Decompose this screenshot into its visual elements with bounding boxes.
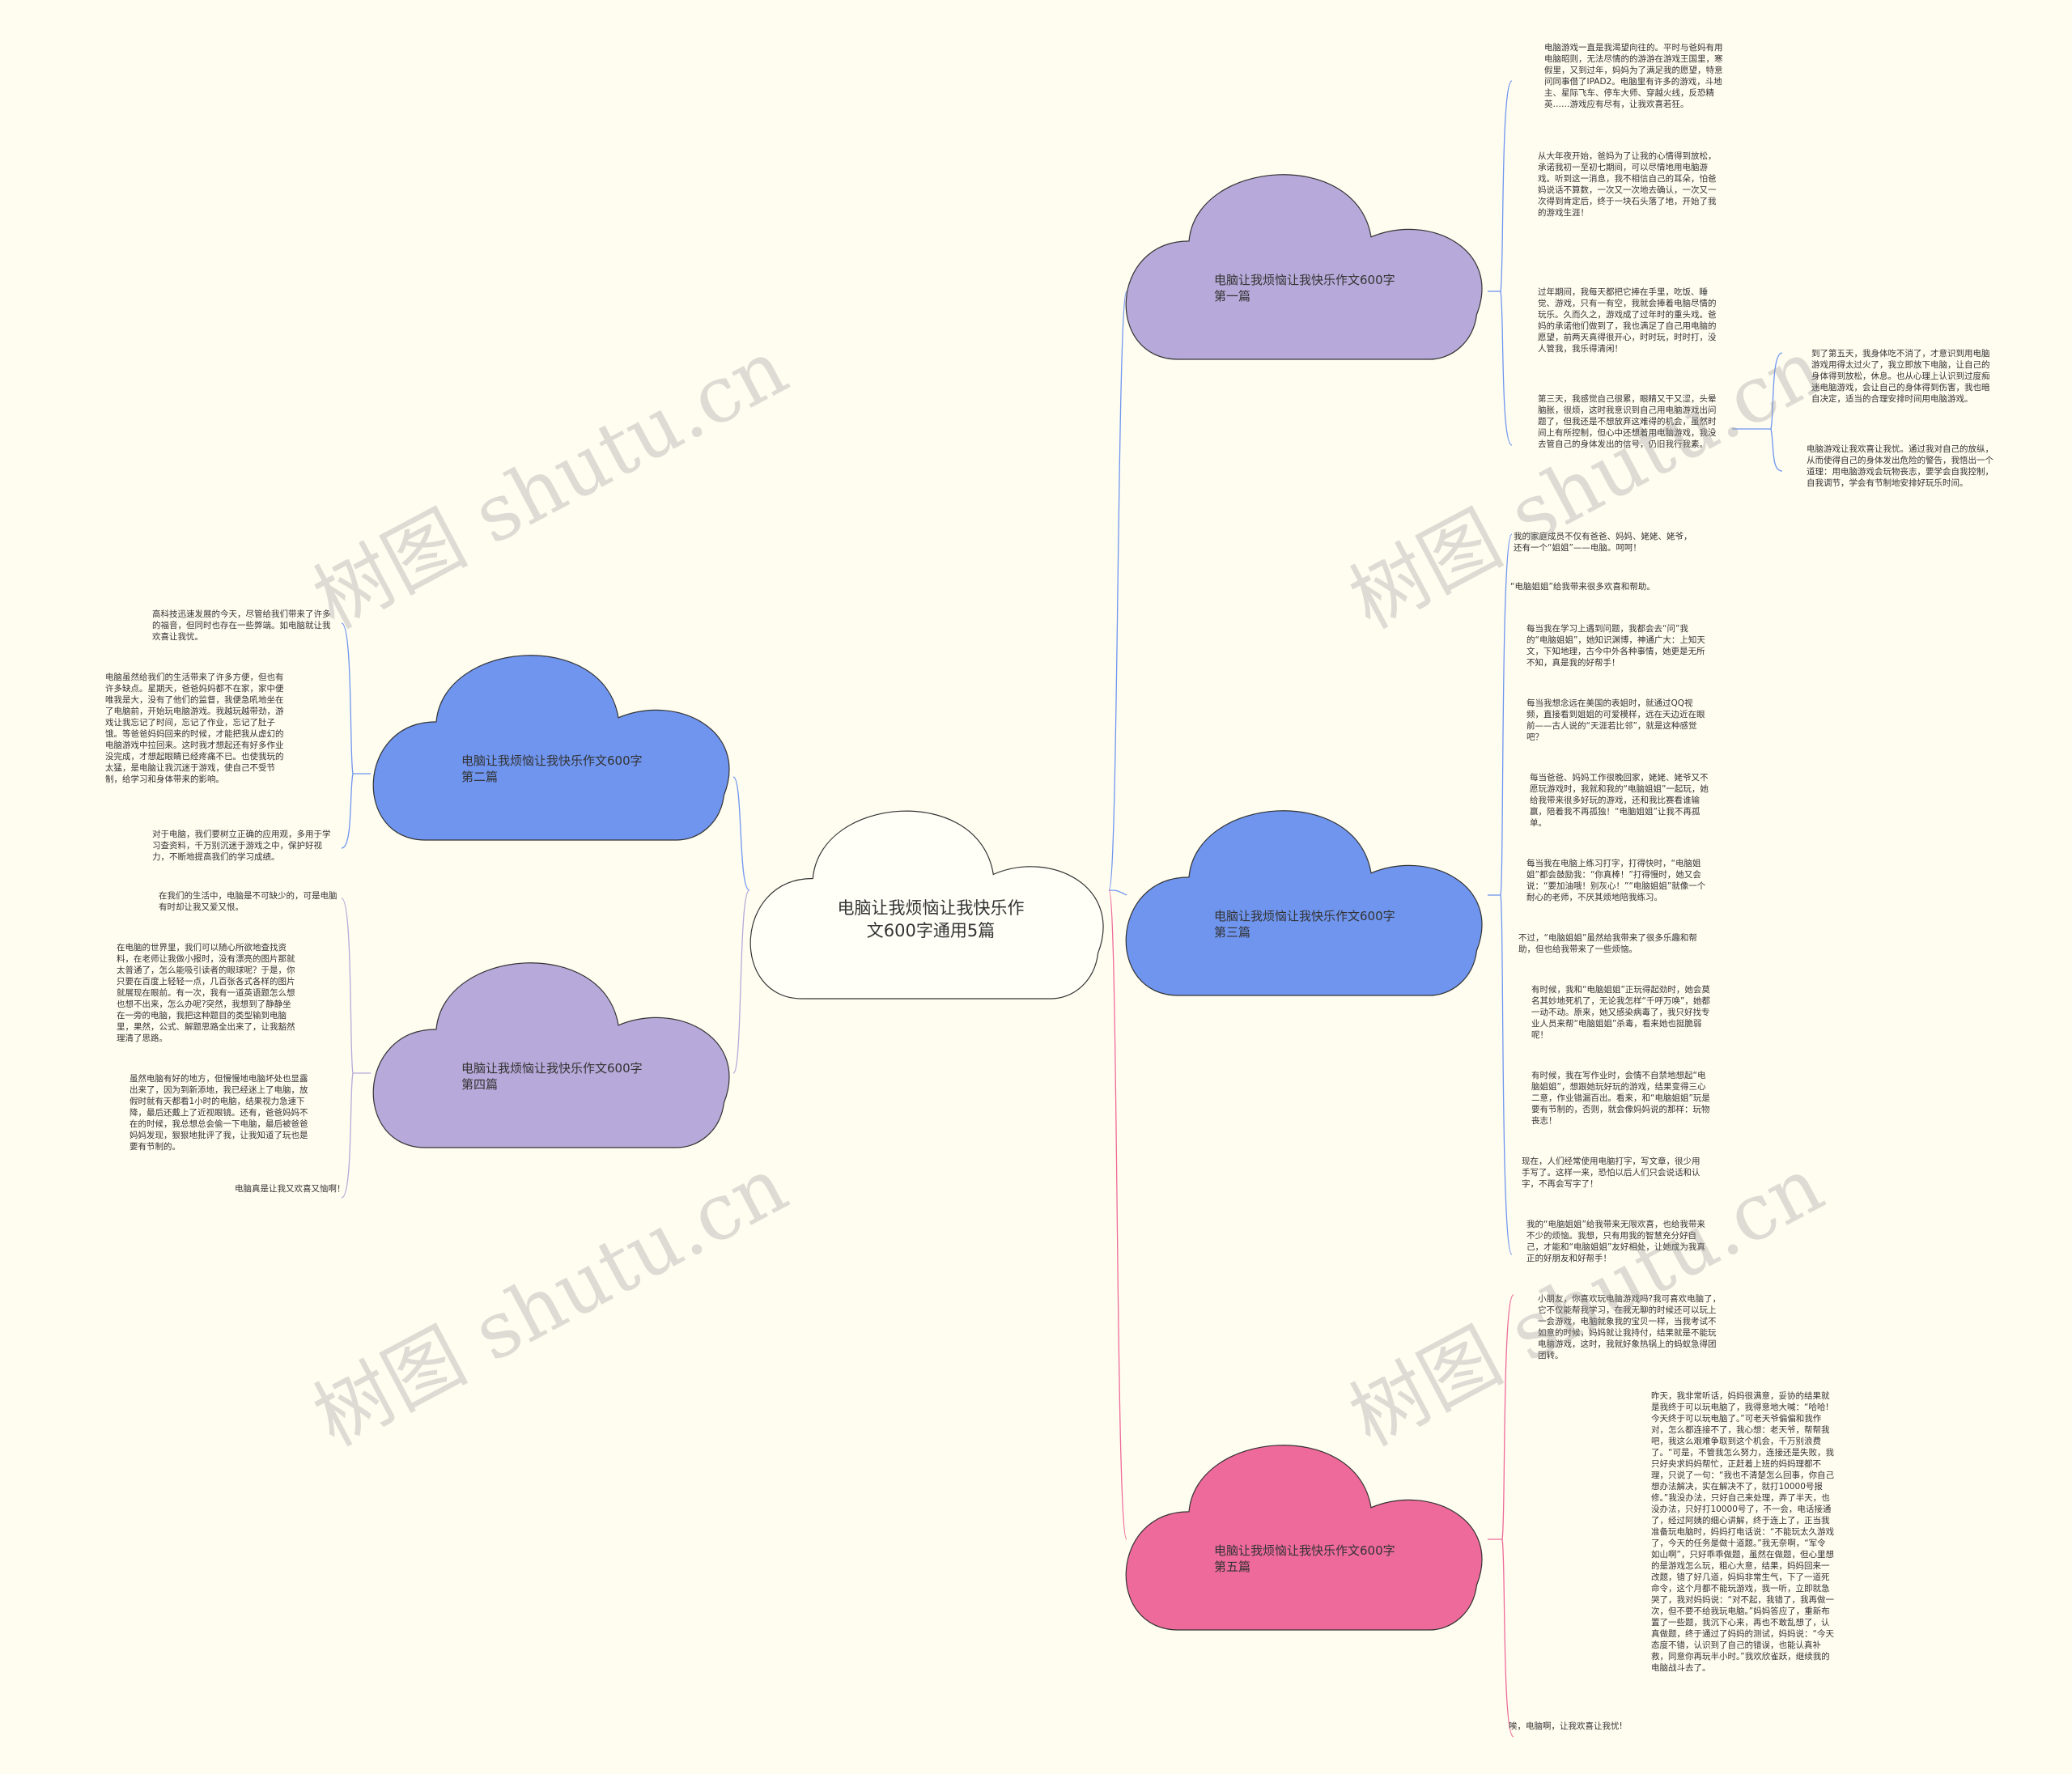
leaf-b1-4-sub-1: 到了第五天，我身体吃不消了，才意识到用电脑游戏用得太过火了，我立即放下电脑，让自… bbox=[1811, 349, 1990, 404]
leaf-b3-5: 每当爸爸、妈妈工作很晚回家，姥姥、姥爷又不愿玩游戏时，我就和我的“电脑姐姐”一起… bbox=[1530, 773, 1709, 828]
branch-label-second[interactable]: 电脑让我烦恼让我快乐作文600字 第二篇 bbox=[461, 753, 643, 784]
leaf-b1-4: 第三天，我感觉自己很累，眼睛又干又涩，头晕脑胀，很烦，这时我意识到自己用电脑游戏… bbox=[1538, 394, 1717, 449]
leaf-b3-4: 每当我想念远在美国的表姐时，就通过QQ视频，直接看到姐姐的可爱模样，远在天边近在… bbox=[1526, 698, 1705, 742]
branch-label-first[interactable]: 电脑让我烦恼让我快乐作文600字 第一篇 bbox=[1214, 273, 1395, 303]
leaf-b3-1: 我的家庭成员不仅有爸爸、妈妈、姥姥、姥爷，还有一个“姐姐”——电脑。呵呵！ bbox=[1514, 532, 1692, 553]
leaf-b1-2: 从大年夜开始，爸妈为了让我的心情得到放松，承诺我初一至初七期间，可以尽情地用电脑… bbox=[1538, 151, 1717, 218]
branch-cloud-first[interactable] bbox=[1125, 174, 1483, 360]
leaf-b2-3: 对于电脑，我们要树立正确的应用观，多用于学习查资料，千万别沉迷于游戏之中，保护好… bbox=[152, 830, 331, 862]
root-cloud[interactable] bbox=[749, 810, 1104, 999]
branch-label-third[interactable]: 电脑让我烦恼让我快乐作文600字 第三篇 bbox=[1214, 909, 1395, 940]
link-root-third bbox=[1108, 889, 1127, 896]
leaf-b3-3: 每当我在学习上遇到问题，我都会去“问”我的“电脑姐姐”，她知识渊博，神通广大：上… bbox=[1526, 624, 1705, 668]
brace-fifth bbox=[1501, 1294, 1514, 1738]
brace-second bbox=[341, 622, 354, 849]
link-root-fourth bbox=[732, 889, 750, 1074]
brace-first-sub bbox=[1770, 352, 1783, 472]
leaf-b5-3: 唉，电脑啊，让我欢喜让我忧! bbox=[1509, 1721, 1623, 1731]
brace-third bbox=[1500, 533, 1513, 1255]
link-root-second bbox=[732, 776, 750, 891]
leaf-b3-8: 有时候，我和“电脑姐姐”正玩得起劲时，她会莫名其妙地死机了，无论我怎样“千呼万唤… bbox=[1531, 985, 1710, 1040]
leaf-b4-2: 在电脑的世界里，我们可以随心所欲地查找资料，在老师让我做小报时，没有漂亮的图片那… bbox=[117, 943, 295, 1043]
leaf-b3-2: “电脑姐姐”给我带来很多欢喜和帮助。 bbox=[1510, 582, 1655, 592]
leaf-b3-11: 我的“电脑姐姐”给我带来无限欢喜，也给我带来不少的烦恼。我想，只有用我的智慧充分… bbox=[1526, 1220, 1705, 1263]
leaf-b3-9: 有时候，我在写作业时，会情不自禁地想起“电脑姐姐”，想跟她玩好玩的游戏，结果变得… bbox=[1531, 1071, 1710, 1126]
leaf-b2-1: 高科技迅速发展的今天，尽管给我们带来了许多的福音，但同时也存在一些弊端。如电脑就… bbox=[152, 609, 331, 642]
branch-label-fourth[interactable]: 电脑让我烦恼让我快乐作文600字 第四篇 bbox=[461, 1061, 643, 1092]
leaf-b4-4: 电脑真是让我又欢喜又恼啊！ bbox=[235, 1184, 346, 1194]
leaf-b5-2: 昨天，我非常听话，妈妈很满意，妥协的结果就是我终于可以玩电脑了，我得意地大喊：“… bbox=[1651, 1391, 1834, 1673]
branch-cloud-fourth[interactable] bbox=[372, 962, 730, 1148]
leaf-b3-7: 不过，“电脑姐姐”虽然给我带来了很多乐趣和帮助，但也给我带来了一些烦恼。 bbox=[1518, 933, 1697, 954]
branch-cloud-fifth[interactable] bbox=[1125, 1445, 1483, 1631]
branch-cloud-third[interactable] bbox=[1125, 810, 1483, 996]
leaf-b3-6: 每当我在电脑上练习打字，打得快时，“电脑姐姐”都会鼓励我：“你真棒！”打得慢时，… bbox=[1526, 859, 1706, 902]
brace-fourth bbox=[341, 898, 354, 1199]
link-root-fifth bbox=[1108, 889, 1127, 1540]
leaf-b4-1: 在我们的生活中，电脑是不可缺少的，可是电脑有时却让我又爱又恨。 bbox=[159, 891, 338, 912]
root-node-label[interactable]: 电脑让我烦恼让我快乐作 文600字通用5篇 bbox=[837, 898, 1025, 940]
leaf-b2-2: 电脑虽然给我们的生活带来了许多方便，但也有许多缺点。星期天，爸爸妈妈都不在家，家… bbox=[105, 673, 284, 784]
leaf-b5-1: 小朋友，你喜欢玩电脑游戏吗?我可喜欢电脑了，它不仅能帮我学习，在我无聊的时候还可… bbox=[1538, 1294, 1722, 1360]
leaf-b4-3: 虽然电脑有好的地方，但慢慢地电脑坏处也显露出来了，因为到新添地，我已经迷上了电脑… bbox=[130, 1074, 308, 1152]
branch-label-fifth[interactable]: 电脑让我烦恼让我快乐作文600字 第五篇 bbox=[1214, 1543, 1395, 1574]
brace-first bbox=[1500, 80, 1513, 446]
link-root-first bbox=[1108, 291, 1127, 891]
leaf-b1-4-sub-2: 电脑游戏让我欢喜让我忧。通过我对自己的放纵，从而使得自己的身体发出危险的警告，我… bbox=[1807, 444, 1993, 488]
leaf-b1-3: 过年期间，我每天都把它捧在手里，吃饭、睡觉、游戏，只有一有空，我就会捧着电脑尽情… bbox=[1538, 287, 1717, 354]
leaf-b1-1: 电脑游戏一直是我渴望向往的。平时与爸妈有用电脑昭则，无法尽情的的游游在游戏王国里… bbox=[1544, 43, 1723, 109]
leaf-b3-10: 现在，人们经常使用电脑打字，写文章，很少用手写了。这样一来，恐怕以后人们只会说话… bbox=[1522, 1156, 1700, 1189]
branch-cloud-second[interactable] bbox=[372, 655, 730, 841]
